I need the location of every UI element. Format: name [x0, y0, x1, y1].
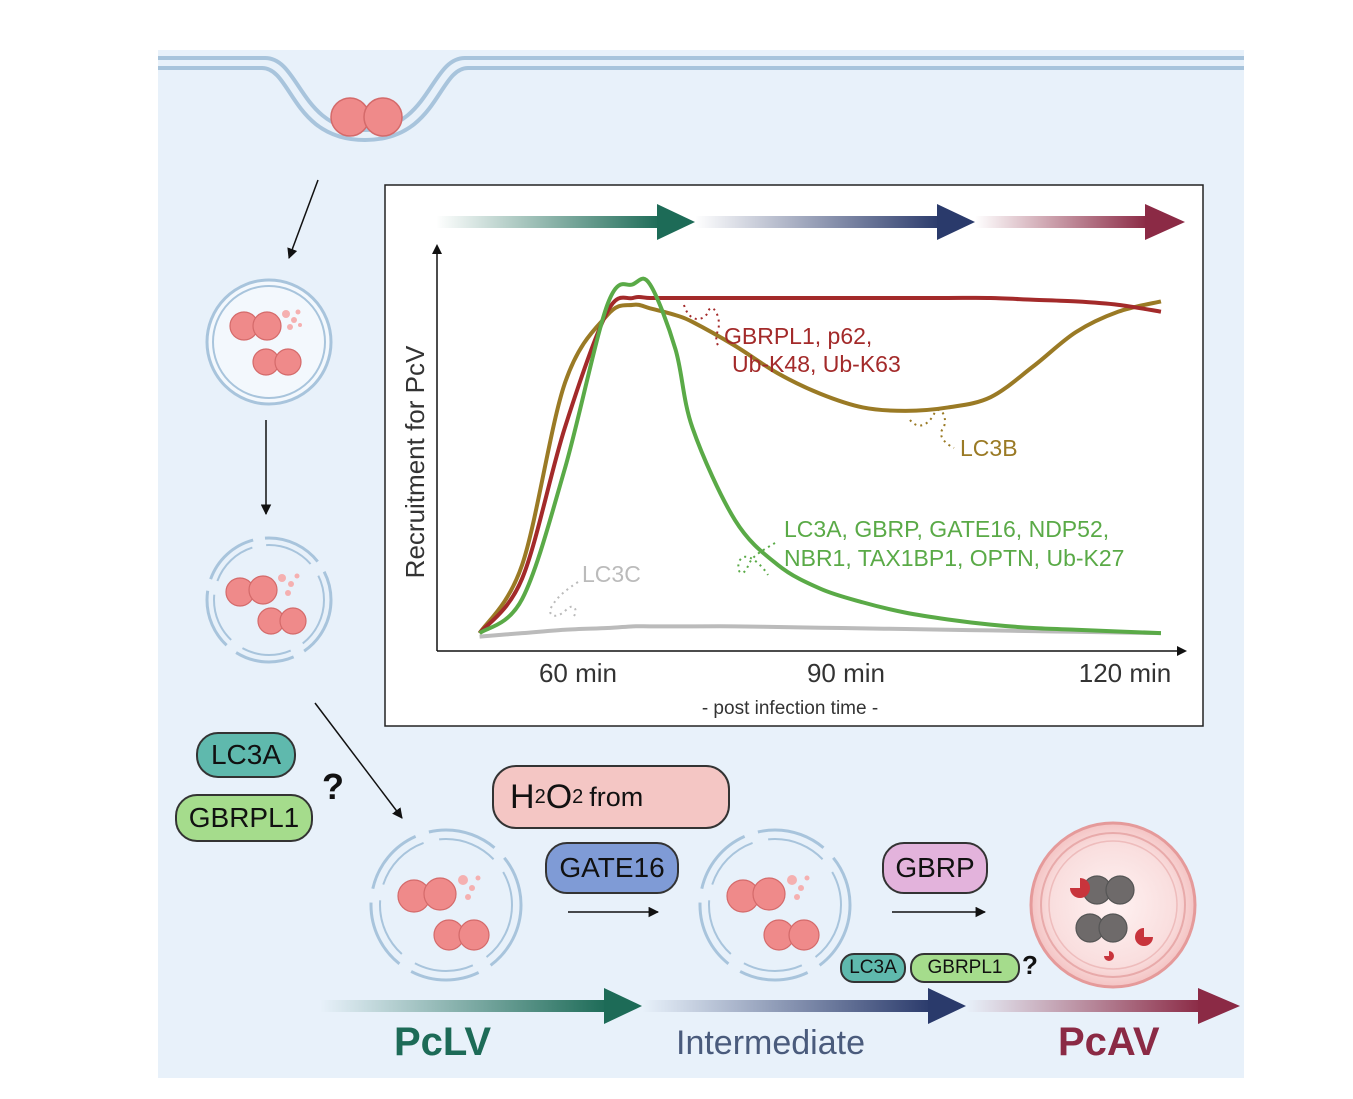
label-red-line-2: Ub-K48, Ub-K63	[732, 351, 901, 377]
label-green-line-2: NBR1, TAX1BP1, OPTN, Ub-K27	[784, 545, 1124, 571]
label-lc3c: LC3C	[582, 561, 641, 587]
pill-gate16: GATE16	[545, 842, 679, 894]
pill-gbrpl1-small: GBRPL1	[910, 953, 1020, 983]
entering-bacterium	[330, 97, 403, 137]
pill-gbrp: GBRP	[882, 842, 988, 894]
series-line-0	[478, 294, 1162, 635]
chart-stage-arrows	[436, 204, 1185, 240]
series-line-1	[477, 299, 1162, 635]
series-line-3	[479, 624, 1162, 639]
x-axis-label: - post infection time -	[702, 698, 878, 719]
stage-pcav: PcAV	[1058, 1020, 1160, 1064]
pill-lc3a: LC3A	[196, 732, 296, 778]
y-axis-label: Recruitment for PcV	[400, 345, 430, 578]
label-red-line-1: GBRPL1, p62,	[724, 323, 872, 349]
vacuole-intermediate	[698, 828, 852, 982]
series-line-2	[478, 276, 1162, 636]
step-arrow-1	[287, 179, 319, 259]
h2o2-sub2: 2	[572, 785, 584, 808]
question-mark: ?	[322, 766, 344, 807]
pill-lc3a-small: LC3A	[840, 953, 906, 983]
x-tick-90: 90 min	[807, 658, 885, 688]
step-arrow-3	[314, 702, 403, 819]
label-green-line-1: LC3A, GBRP, GATE16, NDP52,	[784, 516, 1109, 542]
plasma-membrane	[158, 56, 1244, 143]
x-tick-60: 60 min	[539, 658, 617, 688]
h2o2-h: H	[510, 777, 535, 816]
x-tick-120: 120 min	[1079, 658, 1172, 688]
chart-series	[477, 276, 1162, 639]
pill-gbrpl1: GBRPL1	[175, 794, 313, 842]
vacuole-ruptured	[205, 536, 333, 664]
annotation-leaders	[549, 304, 955, 617]
stage-arrows	[320, 988, 1240, 1024]
chart-frame	[384, 184, 1204, 727]
stage-intermediate: Intermediate	[676, 1024, 865, 1062]
vacuole-pclv	[369, 828, 523, 982]
vacuole-pcav	[1029, 821, 1197, 989]
y-axis-arrowhead	[432, 244, 442, 254]
h2o2-o: O	[545, 777, 573, 816]
label-lc3b: LC3B	[960, 435, 1018, 461]
h2o2-sub1: 2	[534, 785, 546, 808]
x-axis-arrowhead	[1177, 646, 1187, 656]
question-mark-small: ?	[1022, 950, 1038, 980]
stage-pclv: PcLV	[394, 1020, 492, 1064]
vacuole-intact	[205, 278, 333, 406]
h2o2-from: from	[589, 781, 644, 812]
